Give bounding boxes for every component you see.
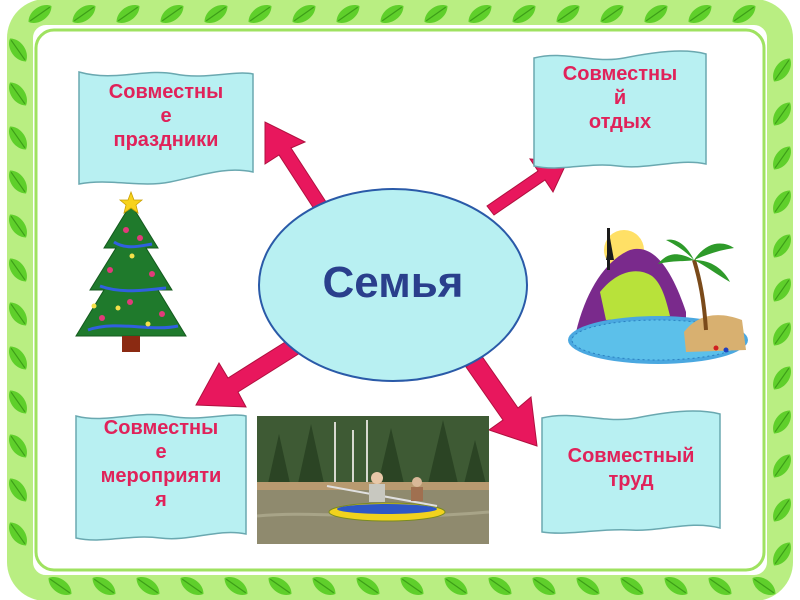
holidays-line-2: е [75,104,257,128]
node-work: Совместный труд [538,408,724,540]
events-line-3: мероприяти [72,464,250,488]
kayak-photo [257,416,489,544]
events-line-1: Совместны [72,416,250,440]
work-line-1: Совместный [538,444,724,468]
events-line-2: е [72,440,250,464]
node-holidays: Совместны е праздники [75,68,257,192]
christmas-tree-image [66,190,196,358]
holidays-line-3: праздники [75,128,257,152]
node-events: Совместны е мероприяти я [72,410,250,548]
rest-line-1: Совместны [530,62,710,86]
tropical-island-image [566,220,752,370]
rest-line-3: отдых [530,110,710,134]
center-label: Семья [262,258,524,308]
events-line-4: я [72,488,250,512]
holidays-line-1: Совместны [75,80,257,104]
node-rest: Совместны й отдых [530,48,710,176]
work-line-2: труд [538,468,724,492]
rest-line-2: й [530,86,710,110]
